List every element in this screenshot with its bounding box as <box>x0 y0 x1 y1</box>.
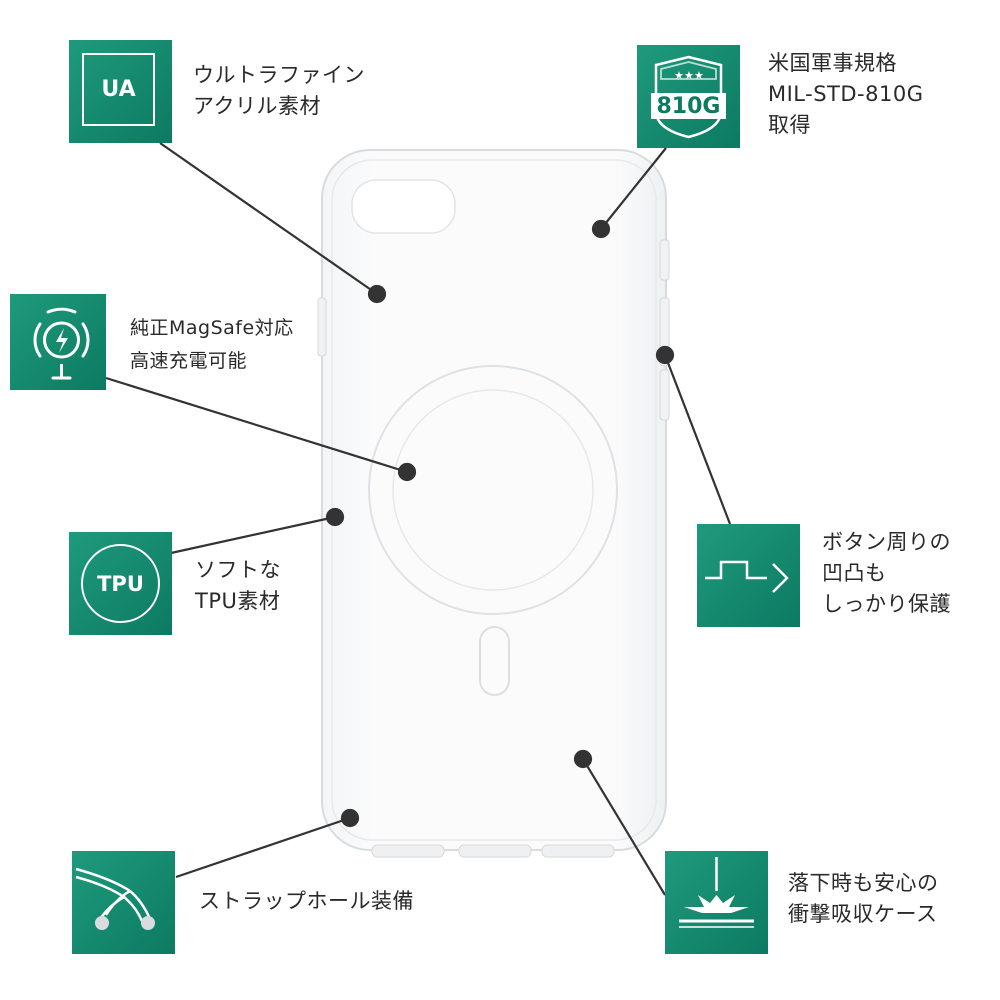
mil-line-3: 取得 <box>768 113 811 137</box>
button-line-1: ボタン周りの <box>822 530 951 554</box>
ua-badge: UA <box>69 40 172 143</box>
drop-badge <box>665 851 768 954</box>
magsafe-badge <box>10 294 106 390</box>
magsafe-line-1: 純正MagSafe対応 <box>130 317 294 339</box>
strap-line-1: ストラップホール装備 <box>199 889 414 913</box>
button-feature-text: ボタン周りの 凹凸も しっかり保護 <box>822 527 951 620</box>
ua-line-2: アクリル素材 <box>193 94 321 118</box>
dot-mil <box>591 219 611 239</box>
svg-text:★: ★ <box>674 69 684 82</box>
ua-line-1: ウルトラファイン <box>193 63 365 87</box>
dot-magsafe <box>397 462 417 482</box>
strap-badge <box>72 851 175 954</box>
mil-badge: ★ ★ ★ 810G <box>637 45 740 148</box>
dot-tpu <box>325 507 345 527</box>
wireless-charging-icon <box>33 307 90 380</box>
strap-hole-icon <box>75 867 155 930</box>
ua-feature-text: ウルトラファイン アクリル素材 <box>193 60 365 122</box>
impact-absorption-icon <box>679 857 754 928</box>
leader-line-magsafe <box>105 376 408 474</box>
ua-badge-text: UA <box>101 77 136 102</box>
dot-ua <box>367 284 387 304</box>
leader-line-ua <box>159 142 378 295</box>
svg-text:★: ★ <box>694 69 704 82</box>
drop-feature-text: 落下時も安心の 衝撃吸収ケース <box>788 868 939 930</box>
magsafe-feature-text: 純正MagSafe対応 高速充電可能 <box>130 312 294 378</box>
magsafe-line-2: 高速充電可能 <box>130 350 248 372</box>
mil-line-2: MIL-STD-810G <box>768 82 924 106</box>
ua-icon: UA <box>82 53 155 126</box>
button-badge <box>697 524 800 627</box>
mil-feature-text: 米国軍事規格 MIL-STD-810G 取得 <box>768 48 923 141</box>
tpu-icon: TPU <box>81 544 160 623</box>
button-line-3: しっかり保護 <box>822 592 951 616</box>
mil-badge-text: 810G <box>651 93 726 119</box>
tpu-feature-text: ソフトな TPU素材 <box>195 555 281 617</box>
tpu-line-2: TPU素材 <box>195 589 281 613</box>
drop-line-1: 落下時も安心の <box>788 871 939 895</box>
tpu-badge: TPU <box>69 532 172 635</box>
leader-line-strap <box>175 816 351 879</box>
leader-line-button <box>663 354 732 525</box>
svg-text:★: ★ <box>684 69 694 82</box>
mil-line-1: 米国軍事規格 <box>768 51 897 75</box>
tpu-badge-text: TPU <box>97 571 144 596</box>
leader-line-drop <box>582 758 666 896</box>
dot-button <box>655 345 675 365</box>
leader-line-mil <box>600 147 667 230</box>
tpu-line-1: ソフトな <box>195 558 281 582</box>
leader-line-tpu <box>170 515 336 555</box>
drop-line-2: 衝撃吸収ケース <box>788 902 938 926</box>
strap-feature-text: ストラップホール装備 <box>199 886 414 917</box>
dot-strap <box>340 808 360 828</box>
raised-edge-arrow-icon <box>705 560 789 593</box>
button-line-2: 凹凸も <box>822 561 887 585</box>
dot-drop <box>573 749 593 769</box>
